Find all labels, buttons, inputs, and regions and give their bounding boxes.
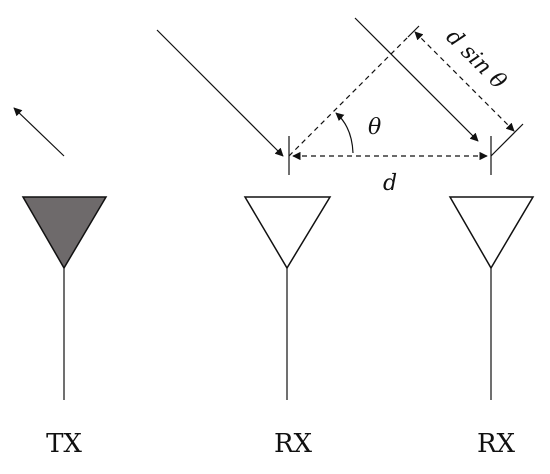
theta-label: θ <box>368 115 381 140</box>
incident-ray-1 <box>156 29 284 157</box>
rx2-label: RX <box>477 429 516 459</box>
theta-arc <box>335 112 354 154</box>
tx-label: TX <box>46 429 82 459</box>
rx2-antenna-triangle <box>448 196 535 270</box>
wavefront-extension <box>407 25 420 38</box>
tx-antenna-triangle <box>21 196 108 270</box>
tx-antenna <box>21 196 108 400</box>
rx1-label: RX <box>274 429 313 459</box>
rx-antenna-1 <box>243 196 332 400</box>
path-difference-label: d sin θ <box>441 25 511 95</box>
wavefront <box>288 36 409 157</box>
rx-antenna-2 <box>448 196 535 400</box>
rx1-antenna-triangle <box>243 196 332 270</box>
d-label: d <box>383 171 397 196</box>
rx2-extension <box>490 123 524 157</box>
tx-wave-arrow <box>13 107 65 157</box>
